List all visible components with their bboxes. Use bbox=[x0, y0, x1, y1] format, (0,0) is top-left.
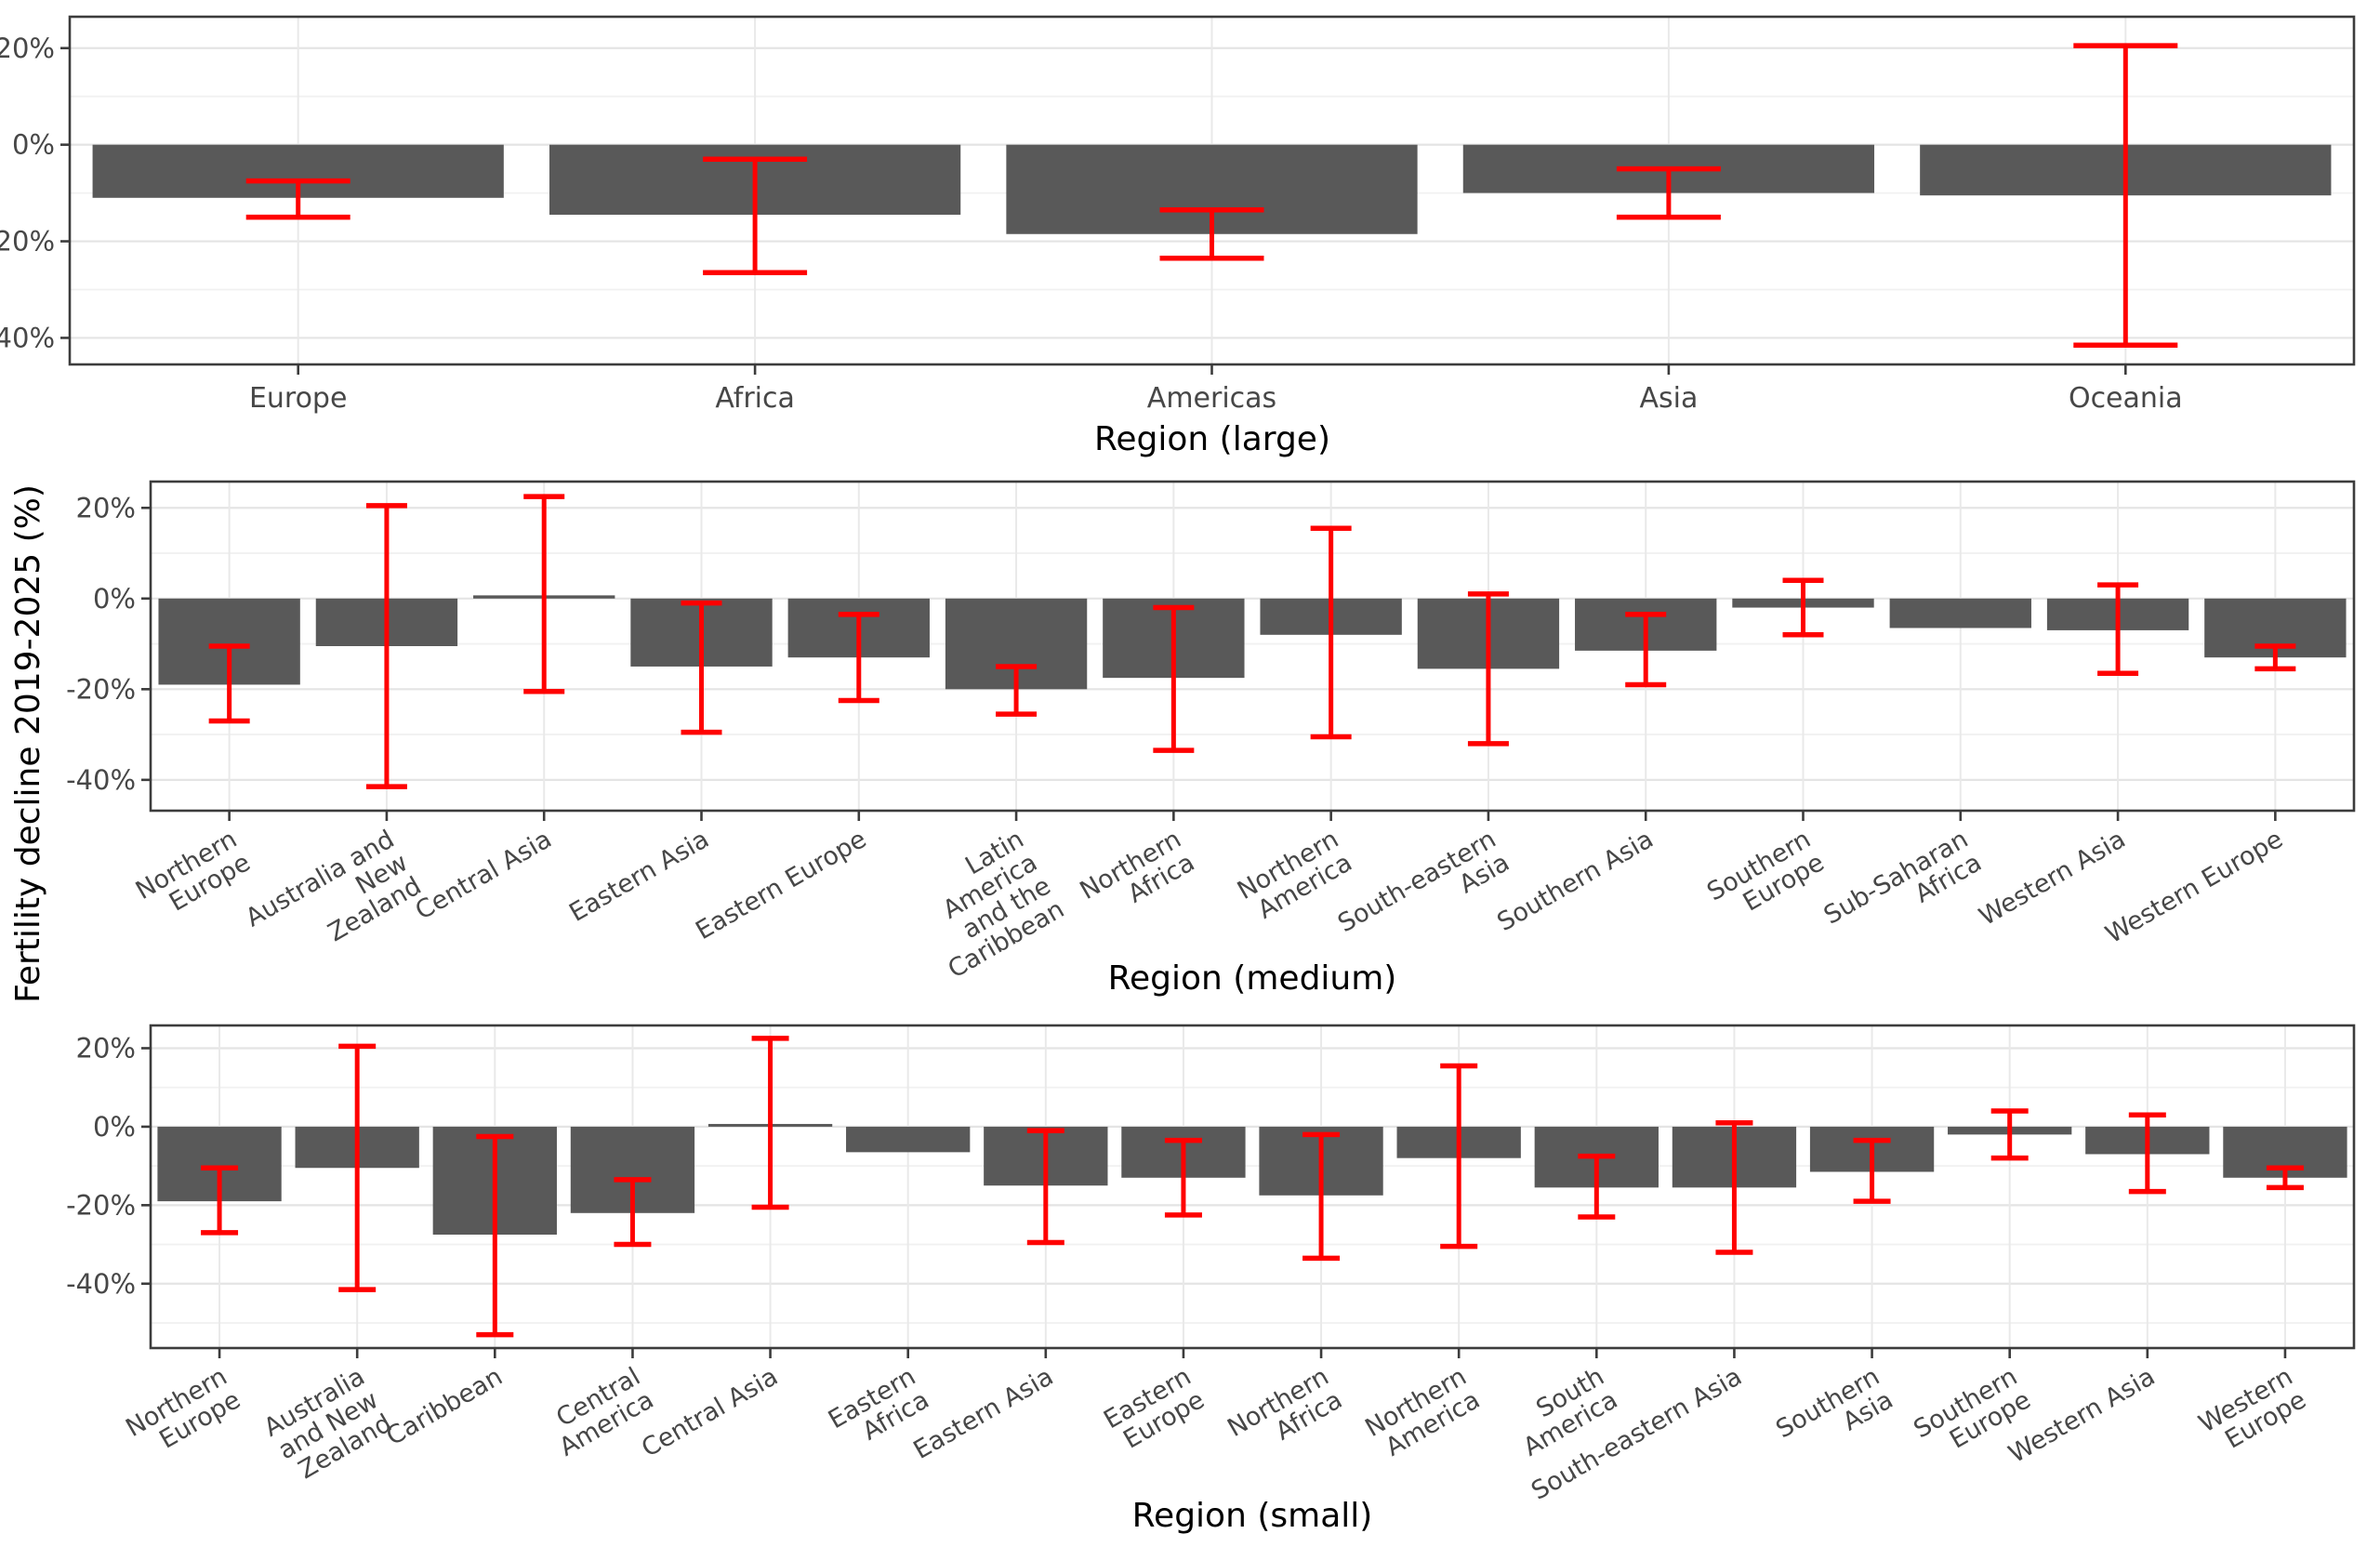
panel-border bbox=[68, 15, 2356, 366]
x-axis-title-small: Region (small) bbox=[1132, 1497, 1373, 1535]
error-bar-northern-america bbox=[1440, 1063, 1478, 1250]
y-tick-label: -40% bbox=[66, 764, 136, 796]
error-bar-caribbean bbox=[476, 1133, 514, 1338]
error-bar-latin-america-and-the-caribbean bbox=[996, 664, 1038, 717]
x-tick-label: NorthernAfrica bbox=[1223, 1362, 1347, 1466]
x-tick-label: Western Asia bbox=[2003, 1362, 2160, 1469]
error-bar-northern-europe bbox=[208, 643, 250, 724]
error-bar-northern-africa bbox=[1153, 604, 1195, 753]
x-tick-label: Africa bbox=[715, 382, 795, 415]
x-tick-label: Americas bbox=[1147, 382, 1276, 415]
x-tick-label: Western Europe bbox=[2101, 825, 2288, 949]
x-tick-label: Australiaand NewZealand bbox=[259, 1362, 397, 1489]
panel-border bbox=[149, 1024, 2356, 1350]
y-tick-label: -40% bbox=[66, 1268, 136, 1300]
x-tick-label: Europe bbox=[249, 382, 348, 415]
error-bar-australia-and-new-zealand bbox=[338, 1043, 377, 1292]
error-bar-americas bbox=[1159, 207, 1264, 261]
x-tick-label: CentralAmerica bbox=[541, 1362, 658, 1462]
error-bar-western-asia bbox=[2128, 1112, 2166, 1195]
error-bar-southern-europe bbox=[1782, 577, 1824, 638]
x-tick-label: Central Asia bbox=[637, 1362, 783, 1463]
x-tick-label: Southern Asia bbox=[1492, 825, 1658, 937]
panel-border bbox=[149, 480, 2356, 813]
error-bar-western-europe bbox=[2266, 1165, 2304, 1191]
y-tick-label: 0% bbox=[93, 583, 136, 615]
y-tick-label: -20% bbox=[66, 1189, 136, 1221]
bar-sub-saharan-africa bbox=[1889, 598, 2031, 628]
error-bar-europe bbox=[245, 178, 350, 220]
error-bar-south-eastern-asia bbox=[1467, 591, 1509, 747]
y-tick-label: 0% bbox=[93, 1111, 136, 1143]
bar-eastern-africa bbox=[846, 1126, 971, 1153]
x-tick-label: Eastern Asia bbox=[564, 825, 714, 928]
error-bar-central-asia bbox=[751, 1036, 789, 1210]
error-bar-eastern-europe bbox=[838, 612, 879, 704]
y-tick-label: -20% bbox=[66, 673, 136, 705]
error-bar-south-america bbox=[1578, 1153, 1616, 1220]
x-tick-label: Asia bbox=[1639, 382, 1698, 415]
x-axis-title-large: Region (large) bbox=[1094, 420, 1330, 458]
y-tick-label: 0% bbox=[12, 129, 55, 161]
error-bar-northern-europe bbox=[201, 1165, 239, 1236]
error-bar-central-asia bbox=[523, 494, 565, 694]
x-tick-label: Western Asia bbox=[1975, 825, 2131, 932]
error-bar-eastern-asia bbox=[681, 600, 722, 735]
y-tick-label: 20% bbox=[76, 492, 136, 523]
x-tick-label: Australia andNewZealand bbox=[241, 825, 426, 979]
x-tick-label: Central Asia bbox=[411, 825, 557, 926]
x-tick-label: Eastern Asia bbox=[909, 1362, 1059, 1465]
x-axis-title-medium: Region (medium) bbox=[1108, 959, 1397, 998]
error-bar-southern-asia bbox=[1853, 1137, 1891, 1204]
x-tick-label: NorthernAfrica bbox=[1076, 825, 1200, 929]
error-bar-southern-europe bbox=[1990, 1108, 2029, 1161]
x-tick-label: WesternEurope bbox=[2194, 1362, 2311, 1461]
error-bar-northern-america bbox=[1310, 525, 1352, 740]
panels-group: 20% 0% -20% -40% Europe Africa Americas Asia Oce… bbox=[0, 15, 2356, 1506]
x-tick-label: Oceania bbox=[2069, 382, 2183, 415]
error-bar-oceania bbox=[2073, 43, 2178, 348]
error-bar-western-europe bbox=[2254, 643, 2296, 672]
x-tick-label: Sub-SaharanAfrica bbox=[1819, 825, 1987, 954]
error-bar-south-eastern-asia bbox=[1715, 1119, 1753, 1255]
error-bar-southern-asia bbox=[1625, 612, 1667, 688]
error-bar-africa bbox=[703, 156, 808, 276]
x-tick-label: LatinAmericaand theCaribbean bbox=[903, 825, 1069, 984]
panel-region-large-: 20% 0% -20% -40% Europe Africa Americas Asia Oce… bbox=[0, 15, 2356, 415]
x-tick-label: South-easternAsia bbox=[1333, 825, 1514, 961]
x-tick-label: NorthernAmerica bbox=[1360, 1362, 1485, 1466]
y-tick-label: -20% bbox=[0, 226, 55, 258]
x-tick-label: Caribbean bbox=[381, 1362, 507, 1451]
error-bar-central-america bbox=[614, 1177, 652, 1248]
x-tick-label: NorthernEurope bbox=[131, 825, 256, 929]
error-bar-asia bbox=[1616, 165, 1721, 220]
x-tick-label: SouthernAsia bbox=[1771, 1362, 1897, 1467]
error-bar-australia-and-new-zealand bbox=[365, 503, 407, 789]
y-axis-title: Fertility decline 2019-2025 (%) bbox=[9, 484, 47, 1003]
error-bar-eastern-asia bbox=[1026, 1128, 1064, 1246]
error-bar-eastern-europe bbox=[1164, 1137, 1202, 1218]
error-bar-western-asia bbox=[2097, 582, 2139, 677]
y-tick-label: -40% bbox=[0, 322, 55, 353]
y-tick-label: 20% bbox=[0, 33, 55, 64]
y-tick-label: 20% bbox=[76, 1032, 136, 1064]
x-tick-label: SouthernEurope bbox=[1702, 825, 1829, 930]
error-bar-northern-africa bbox=[1302, 1131, 1341, 1262]
x-tick-label: NorthernEurope bbox=[121, 1362, 245, 1466]
x-tick-label: EasternEurope bbox=[1099, 1362, 1210, 1458]
x-tick-label: Eastern Europe bbox=[691, 825, 871, 945]
